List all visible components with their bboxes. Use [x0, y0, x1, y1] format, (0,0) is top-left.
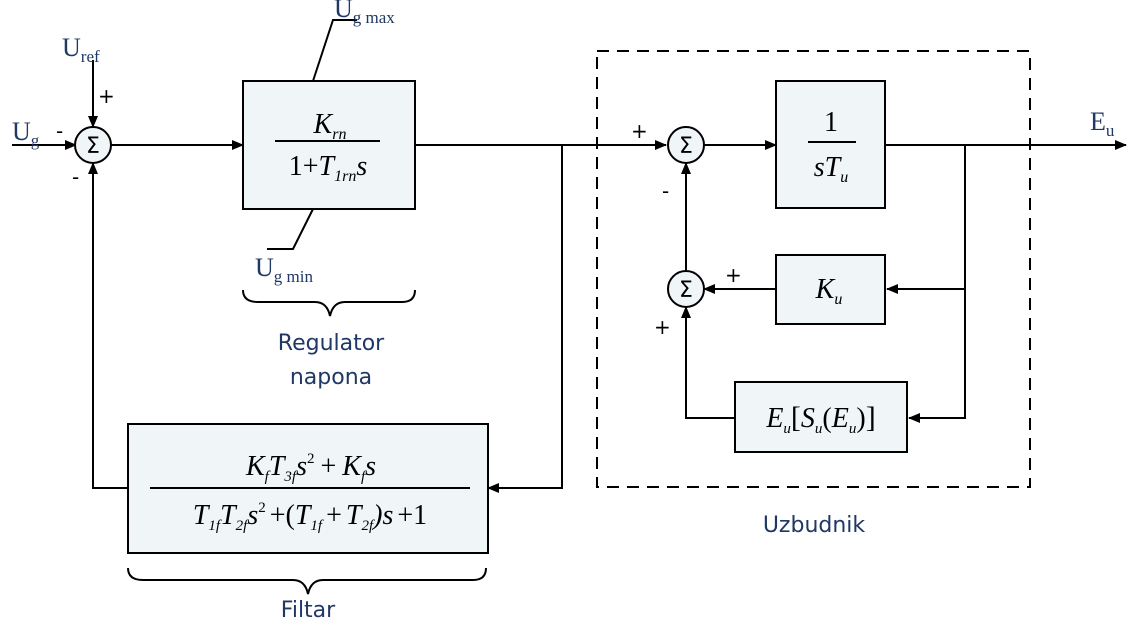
sign-sum2-minus: - [662, 179, 669, 203]
sum-symbol: Σ [679, 278, 693, 303]
sign-sum2-plus: + [631, 119, 648, 143]
sign-sum3-plus-bottom: + [654, 315, 671, 339]
ugmin-label: Ug min [255, 253, 313, 286]
ugmax-label: Ug max [334, 0, 395, 27]
ugmax-limit-line [312, 19, 357, 82]
ku-gain: Ku [815, 274, 843, 308]
filter-block: KfT3fs2+Kfs T1fT2fs2+(T1f+T2f)s+1 [127, 423, 489, 554]
ku-block: Ku [775, 254, 886, 325]
summing-junction-3: Σ [667, 270, 705, 308]
regulator-block: Krn 1+T1rns [242, 80, 416, 210]
filter-feedback-line [88, 162, 128, 489]
regulator-brace [242, 289, 416, 317]
branch-to-filter-line [487, 145, 563, 493]
ugmin-limit-line [267, 208, 314, 250]
integrator-block: 1 sTu [775, 80, 886, 209]
integrator-numerator: 1 [824, 107, 838, 138]
filter-denominator: T1fT2fs2+(T1f+T2f)s+1 [193, 500, 427, 534]
exciter-boundary [596, 50, 1031, 488]
sign-uref-plus: + [98, 84, 115, 108]
saturation-function: Eu[Su(Eu)] [765, 401, 875, 437]
eu-label: Eu [1090, 107, 1115, 140]
integrator-denominator: sTu [814, 152, 848, 186]
regulator-caption-line1: Regulator [278, 331, 385, 356]
saturation-block: Eu[Su(Eu)] [734, 381, 908, 453]
filter-numerator: KfT3fs2+Kfs [245, 451, 376, 485]
regulator-denominator: 1+T1rns [289, 151, 368, 185]
branch-to-ku-line [886, 145, 966, 294]
summing-junction-2: Σ [667, 126, 705, 164]
regulator-numerator: Krn [313, 109, 347, 143]
ug-label: Ug [12, 117, 40, 150]
uref-label: Uref [62, 33, 100, 66]
filter-caption: Filtar [281, 598, 336, 623]
regulator-caption-line2: napona [290, 365, 372, 390]
sum-symbol: Σ [679, 134, 693, 159]
branch-to-saturation-line [908, 289, 966, 423]
filter-brace [127, 567, 487, 595]
sum-symbol: Σ [86, 134, 100, 159]
sign-ug-minus: - [56, 119, 63, 143]
exciter-caption: Uzbudnik [763, 513, 866, 538]
sign-feedback-minus: - [72, 165, 79, 189]
saturation-to-sum3-line [681, 306, 735, 419]
sign-sum3-plus-right: + [725, 263, 742, 287]
summing-junction-1: Σ [74, 126, 112, 164]
